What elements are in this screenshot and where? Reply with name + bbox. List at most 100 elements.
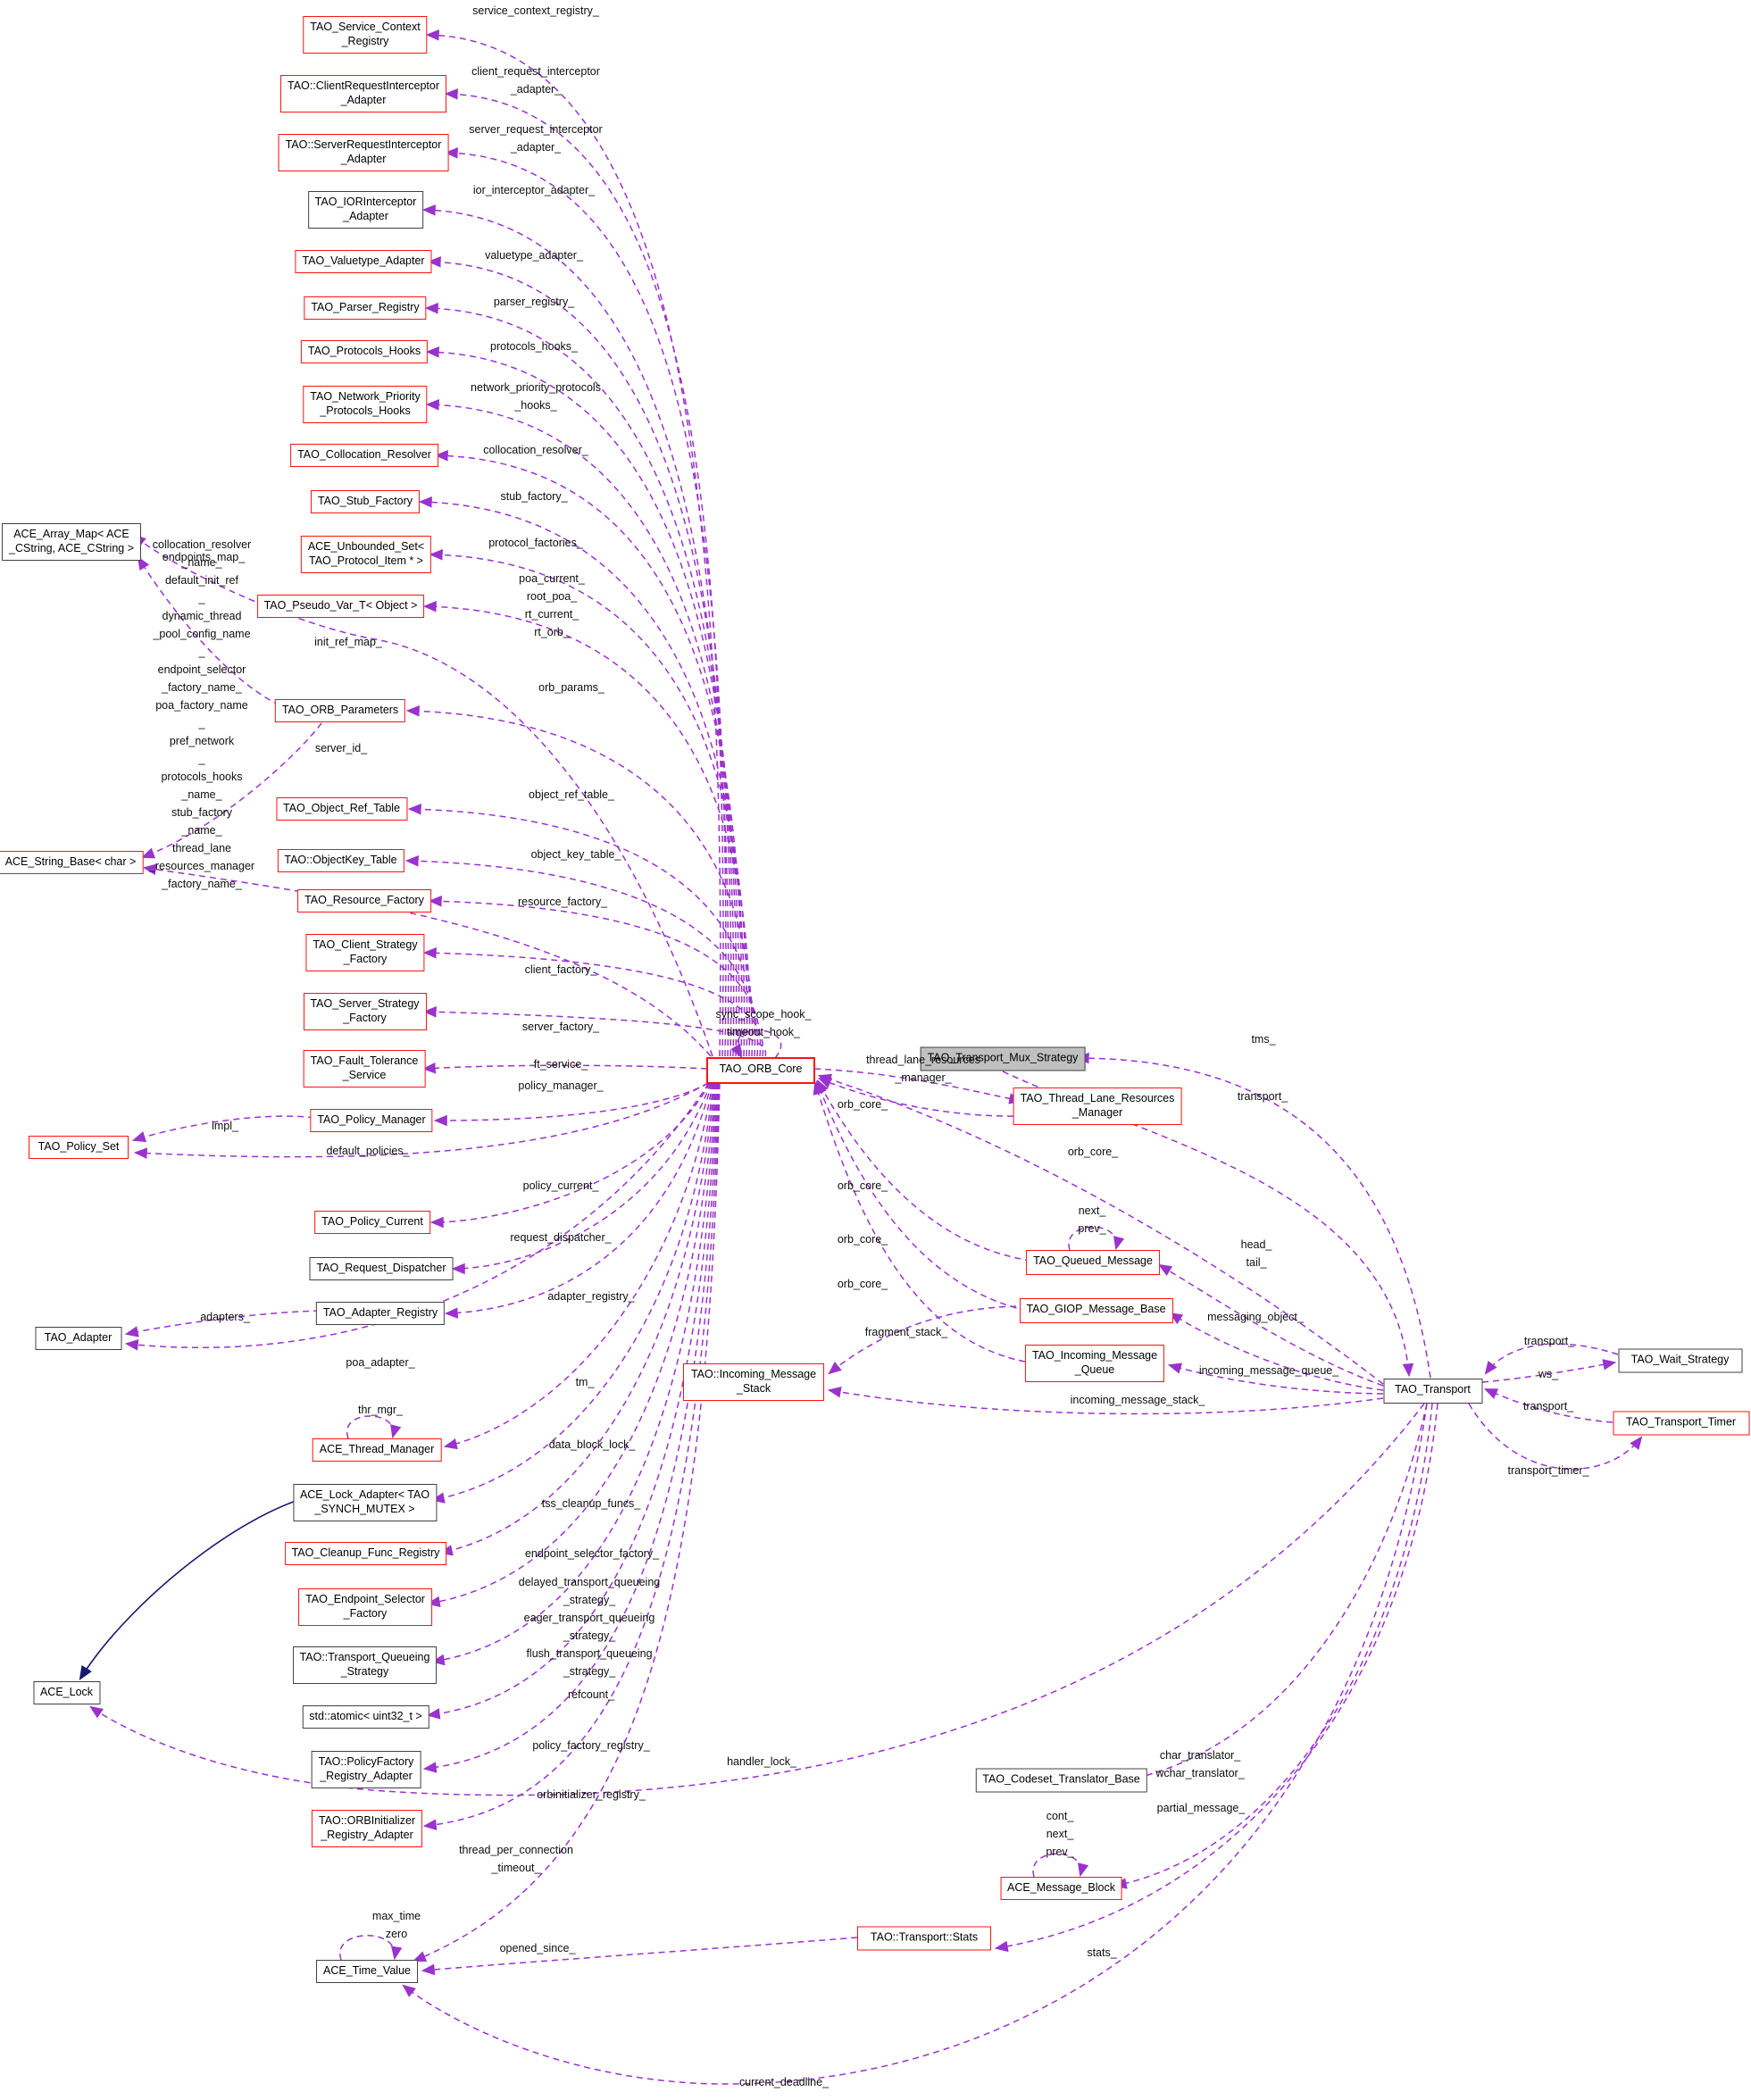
node-tqs[interactable]: TAO::Transport_Queueing _Strategy xyxy=(292,1646,438,1684)
node-epsel[interactable]: TAO_Endpoint_Selector _Factory xyxy=(298,1588,432,1626)
node-orbinit[interactable]: TAO::ORBInitializer _Registry_Adapter xyxy=(311,1810,423,1847)
node-adreg[interactable]: TAO_Adapter_Registry xyxy=(315,1302,446,1325)
node-stats[interactable]: TAO::Transport::Stats xyxy=(857,1926,991,1950)
edge-transport-mux xyxy=(1075,1052,1431,1379)
node-transport[interactable]: TAO_Transport xyxy=(1383,1379,1482,1404)
node-stub[interactable]: TAO_Stub_Factory xyxy=(310,490,421,513)
edge-transport-giop xyxy=(1169,1312,1384,1391)
edge-orbcore-polset xyxy=(133,1082,709,1159)
edge-label: parser_registry_ xyxy=(493,296,575,308)
node-giop[interactable]: TAO_GIOP_Message_Base xyxy=(1019,1298,1173,1323)
edge-label: orb_core_ xyxy=(837,1278,888,1290)
edge-orbcore-adapter xyxy=(124,1082,710,1351)
node-arrmap[interactable]: ACE_Array_Map< ACE _CString, ACE_CString… xyxy=(2,523,141,561)
node-polset[interactable]: TAO_Policy_Set xyxy=(29,1136,129,1159)
edge-label: valuetype_adapter_ xyxy=(485,249,583,262)
node-ttimer[interactable]: TAO_Transport_Timer xyxy=(1613,1411,1749,1435)
edge-orbcore-phooks xyxy=(425,346,738,1057)
edge-transport-codeset xyxy=(1131,1403,1428,1782)
edge-label: collocation_resolver_ xyxy=(483,444,588,456)
edge-transport-imq xyxy=(1167,1362,1384,1395)
node-sri[interactable]: TAO::ServerRequestInterceptor _Adapter xyxy=(278,134,449,171)
edge-label: tm_ xyxy=(575,1376,595,1388)
edge-tlrm-orbcore xyxy=(817,1078,1025,1117)
node-svc_ctx[interactable]: TAO_Service_Context _Registry xyxy=(303,16,428,54)
edge-orbcore-collres xyxy=(434,450,743,1057)
edge-label: refcount_ xyxy=(567,1688,615,1701)
edge-label: data_block_lock_ xyxy=(548,1438,636,1451)
node-codeset[interactable]: TAO_Codeset_Translator_Base xyxy=(975,1768,1147,1792)
edge-orbcore-adreg xyxy=(444,1082,713,1319)
node-phooks[interactable]: TAO_Protocols_Hooks xyxy=(300,340,429,363)
node-adapter[interactable]: TAO_Adapter xyxy=(35,1327,121,1350)
edge-transport-ws xyxy=(1481,1359,1617,1383)
edge-label: resource_factory_ xyxy=(517,896,608,908)
node-pfra[interactable]: TAO::PolicyFactory _Registry_Adapter xyxy=(311,1751,421,1788)
node-qmsg[interactable]: TAO_Queued_Message xyxy=(1026,1250,1160,1275)
node-polmgr[interactable]: TAO_Policy_Manager xyxy=(310,1109,433,1132)
node-timeval[interactable]: ACE_Time_Value xyxy=(316,1960,418,1983)
edge-thrmgr-thrmgr xyxy=(346,1415,402,1439)
edge-label: object_key_table_ xyxy=(530,848,621,861)
node-thrmgr[interactable]: ACE_Thread_Manager xyxy=(312,1438,442,1462)
edge-label: policy_factory_registry_ xyxy=(532,1739,650,1752)
edge-label: protocol_factories_ xyxy=(488,537,583,549)
edge-polmgr-polset xyxy=(131,1115,315,1143)
node-cleanup[interactable]: TAO_Cleanup_Func_Registry xyxy=(284,1542,447,1565)
node-lockad[interactable]: ACE_Lock_Adapter< TAO _SYNCH_MUTEX > xyxy=(292,1484,438,1521)
edge-orbcore-atomic xyxy=(426,1082,718,1720)
edge-transport-timeval xyxy=(402,1403,1428,2085)
edge-label: stats_ xyxy=(1087,1946,1117,1959)
edge-mux-transport xyxy=(1002,1071,1414,1378)
edge-label: transport_ xyxy=(1237,1090,1288,1103)
edge-qmsg-orbcore xyxy=(816,1079,1032,1262)
edge-label: thread_per_connection _timeout_ xyxy=(459,1844,573,1874)
edge-label: orb_params_ xyxy=(538,681,605,694)
edge-label: ws_ xyxy=(1538,1368,1559,1380)
edge-label: next_ prev_ xyxy=(1078,1204,1106,1235)
edge-label: transport_ xyxy=(1523,1335,1575,1347)
edge-label: char_translator_ wchar_translator_ xyxy=(1155,1749,1245,1779)
node-resfac[interactable]: TAO_Resource_Factory xyxy=(297,889,431,912)
node-vta[interactable]: TAO_Valuetype_Adapter xyxy=(295,250,432,273)
node-ior[interactable]: TAO_IORInterceptor _Adapter xyxy=(307,191,424,229)
node-clientsf[interactable]: TAO_Client_Strategy _Factory xyxy=(305,934,425,971)
edge-label: collocation_resolver _name_ default_init… xyxy=(148,538,255,890)
node-orbcore[interactable]: TAO_ORB_Core xyxy=(706,1057,815,1084)
node-cri[interactable]: TAO::ClientRequestInterceptor _Adapter xyxy=(280,75,446,112)
edge-orbcore-epsel xyxy=(426,1082,716,1608)
node-acelock[interactable]: ACE_Lock xyxy=(32,1681,101,1704)
edge-ttimer-transport xyxy=(1483,1388,1613,1423)
node-nph[interactable]: TAO_Network_Priority _Protocols_Hooks xyxy=(303,386,428,423)
edge-label: service_context_registry_ xyxy=(472,4,599,17)
node-objref[interactable]: TAO_Object_Ref_Table xyxy=(275,797,408,821)
node-atomic[interactable]: std::atomic< uint32_t > xyxy=(302,1705,429,1729)
node-msgblk[interactable]: ACE_Message_Block xyxy=(1000,1877,1122,1900)
node-parser[interactable]: TAO_Parser_Registry xyxy=(304,296,427,320)
edge-orbcore-reqdisp xyxy=(451,1082,712,1275)
edge-label: thread_lane_resources _manager_ xyxy=(866,1054,980,1084)
node-serversf[interactable]: TAO_Server_Strategy _Factory xyxy=(303,993,427,1030)
edge-orbcore-ft xyxy=(421,1062,708,1074)
node-ims[interactable]: TAO::Incoming_Message _Stack xyxy=(683,1363,824,1401)
node-tlrm[interactable]: TAO_Thread_Lane_Resources _Manager xyxy=(1013,1088,1182,1125)
edge-transport-ttimer xyxy=(1468,1403,1643,1470)
node-objkey[interactable]: TAO::ObjectKey_Table xyxy=(277,849,404,872)
edge-label: sync_scope_hook_ timeout_hook_ xyxy=(715,1008,812,1038)
node-reqdisp[interactable]: TAO_Request_Dispatcher xyxy=(309,1257,454,1280)
node-unbset[interactable]: ACE_Unbounded_Set< TAO_Protocol_Item * > xyxy=(300,536,432,573)
node-polcur[interactable]: TAO_Policy_Current xyxy=(314,1211,430,1234)
node-collres[interactable]: TAO_Collocation_Resolver xyxy=(290,444,438,467)
node-mux[interactable]: TAO_Transport_Mux_Strategy xyxy=(920,1046,1086,1071)
edge-imq-orbcore xyxy=(813,1080,1026,1362)
node-ws[interactable]: TAO_Wait_Strategy xyxy=(1618,1348,1742,1372)
node-pseudo[interactable]: TAO_Pseudo_Var_T< Object > xyxy=(256,595,425,618)
node-imq[interactable]: TAO_Incoming_Message _Queue xyxy=(1024,1345,1165,1382)
edge-label: transport_timer_ xyxy=(1507,1464,1589,1477)
edge-label: transport_ xyxy=(1522,1400,1574,1412)
node-orbparams[interactable]: TAO_ORB_Parameters xyxy=(274,699,406,722)
edge-label: fragment_stack_ xyxy=(864,1326,948,1338)
node-ft[interactable]: TAO_Fault_Tolerance _Service xyxy=(303,1050,426,1088)
edge-label: server_id_ xyxy=(314,742,368,754)
node-strbase[interactable]: ACE_String_Base< char > xyxy=(0,851,144,874)
